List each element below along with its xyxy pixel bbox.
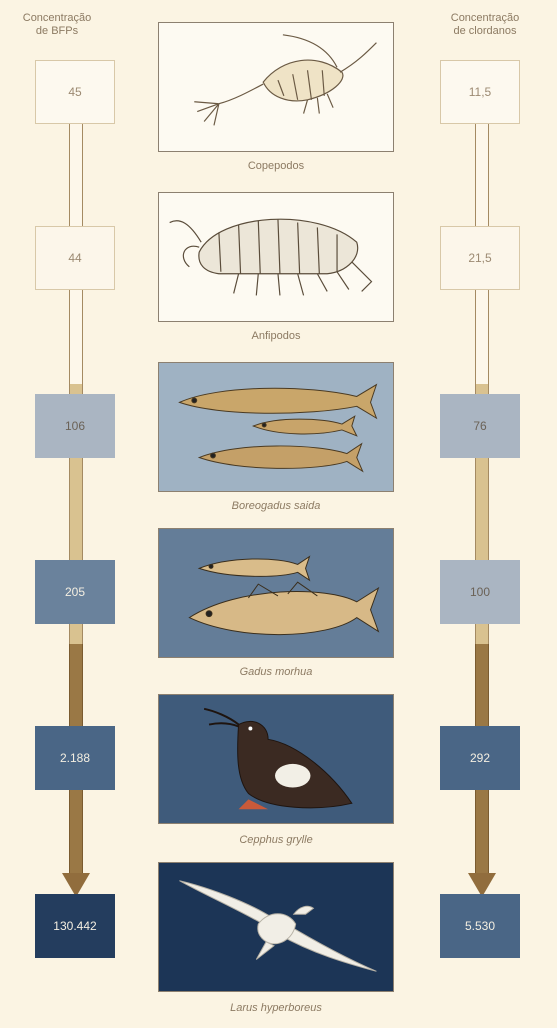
black-guillemot-illustration bbox=[158, 694, 394, 824]
chlordane-value-copepods: 11,5 bbox=[440, 60, 520, 124]
bfp-value-amphipods: 44 bbox=[35, 226, 115, 290]
bfp-value-copepods: 45 bbox=[35, 60, 115, 124]
bfp-value-boreogadus-saida: 106 bbox=[35, 394, 115, 458]
chlordane-value-gadus-morhua: 100 bbox=[440, 560, 520, 624]
organism-label-amphipods: Anfipodos bbox=[158, 330, 394, 342]
chlordane-value-boreogadus-saida: 76 bbox=[440, 394, 520, 458]
chlordane-header-line-1: Concentração bbox=[430, 12, 540, 25]
amphipod-illustration bbox=[158, 192, 394, 322]
organism-label-copepods: Copepodos bbox=[158, 160, 394, 172]
organism-label-cepphus-grylle: Cepphus grylle bbox=[158, 834, 394, 846]
organism-label-larus-hyperboreus: Larus hyperboreus bbox=[158, 1002, 394, 1014]
chlordane-concentration-header: Concentração de clordanos bbox=[430, 12, 540, 38]
bfp-header-line-1: Concentração bbox=[2, 12, 112, 25]
chlordane-value-cepphus-grylle: 292 bbox=[440, 726, 520, 790]
copepod-illustration bbox=[158, 22, 394, 152]
chlordane-value-amphipods: 21,5 bbox=[440, 226, 520, 290]
atlantic-cod-illustration bbox=[158, 528, 394, 658]
chlordane-value-larus-hyperboreus: 5.530 bbox=[440, 894, 520, 958]
chlordane-header-line-2: de clordanos bbox=[430, 25, 540, 38]
arctic-cod-illustration bbox=[158, 362, 394, 492]
bfp-value-gadus-morhua: 205 bbox=[35, 560, 115, 624]
organism-label-boreogadus-saida: Boreogadus saida bbox=[158, 500, 394, 512]
bfp-value-cepphus-grylle: 2.188 bbox=[35, 726, 115, 790]
bfp-concentration-header: Concentração de BFPs bbox=[2, 12, 112, 38]
organism-label-gadus-morhua: Gadus morhua bbox=[158, 666, 394, 678]
bfp-value-larus-hyperboreus: 130.442 bbox=[35, 894, 115, 958]
bfp-header-line-2: de BFPs bbox=[2, 25, 112, 38]
glaucous-gull-illustration bbox=[158, 862, 394, 992]
